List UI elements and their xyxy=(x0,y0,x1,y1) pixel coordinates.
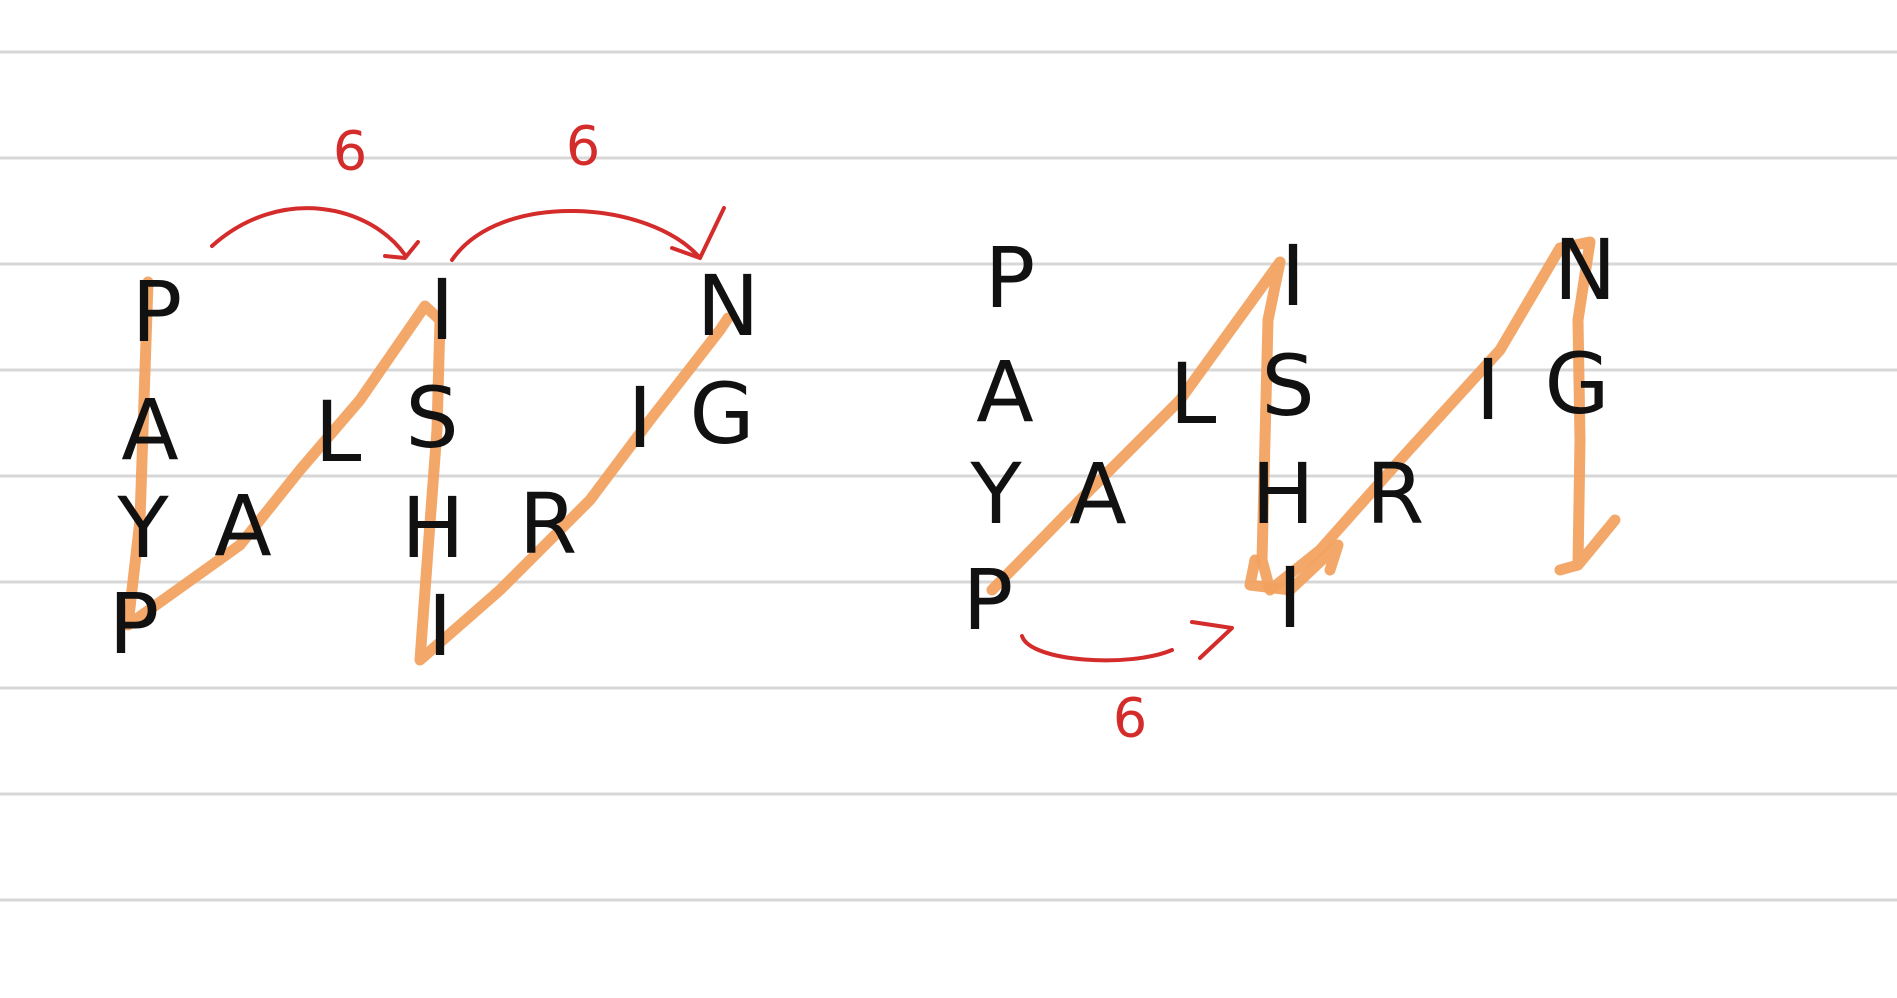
left-letter-r: R xyxy=(519,475,577,573)
right-distance-label-1: 6 xyxy=(1113,687,1147,750)
left-arc-1-arrowhead xyxy=(383,240,420,260)
left-letter-p-top: P xyxy=(132,263,183,361)
left-letter-n: N xyxy=(697,257,760,355)
left-letter-p-bottom: P xyxy=(109,575,160,673)
right-letter-r: R xyxy=(1366,445,1424,543)
ruled-lines xyxy=(0,50,1897,902)
right-arc-1-arrowhead xyxy=(1190,620,1234,660)
right-letter-h: H xyxy=(1251,445,1314,543)
right-zigzag-loop-path xyxy=(1244,539,1344,596)
right-letter-p-top: P xyxy=(985,229,1036,327)
left-letter-s: S xyxy=(405,369,458,467)
left-letter-y: Y xyxy=(116,479,169,577)
right-letter-s: S xyxy=(1261,337,1314,435)
right-letter-i-2: I xyxy=(1476,341,1501,439)
left-letter-h: H xyxy=(401,479,464,577)
right-letter-p-bottom: P xyxy=(963,551,1014,649)
left-letter-i-top: I xyxy=(430,261,455,359)
right-letter-a: A xyxy=(976,343,1033,441)
right-zigzag-diagram: 6 P A Y P A L I S H I R I N G xyxy=(963,221,1621,750)
right-letter-y: Y xyxy=(969,445,1022,543)
left-zigzag-diagram: 6 6 P A Y P A L I S H I R I N G xyxy=(109,115,760,675)
left-letter-g: G xyxy=(689,365,754,463)
left-letter-l: L xyxy=(315,383,362,481)
left-letter-i-bottom: I xyxy=(428,577,453,675)
left-arc-2-arrowhead xyxy=(670,206,726,260)
left-arc-1 xyxy=(210,206,407,257)
left-letter-a: A xyxy=(121,381,178,479)
left-arc-2 xyxy=(450,209,702,262)
right-letter-a-2: A xyxy=(1069,445,1126,543)
left-letter-i-2: I xyxy=(628,369,653,467)
left-distance-label-2: 6 xyxy=(566,115,600,178)
left-zigzag-highlight-path xyxy=(122,276,734,666)
right-zigzag-highlight-path xyxy=(986,236,1621,596)
left-distance-label-1: 6 xyxy=(333,120,367,183)
right-arc-1 xyxy=(1020,634,1174,663)
right-letter-n: N xyxy=(1554,221,1617,319)
right-letter-l: L xyxy=(1170,345,1217,443)
right-letter-i-bottom: I xyxy=(1278,549,1303,647)
right-letter-i-top: I xyxy=(1281,227,1306,325)
left-letter-a-2: A xyxy=(214,477,271,575)
right-letter-g: G xyxy=(1544,335,1609,433)
